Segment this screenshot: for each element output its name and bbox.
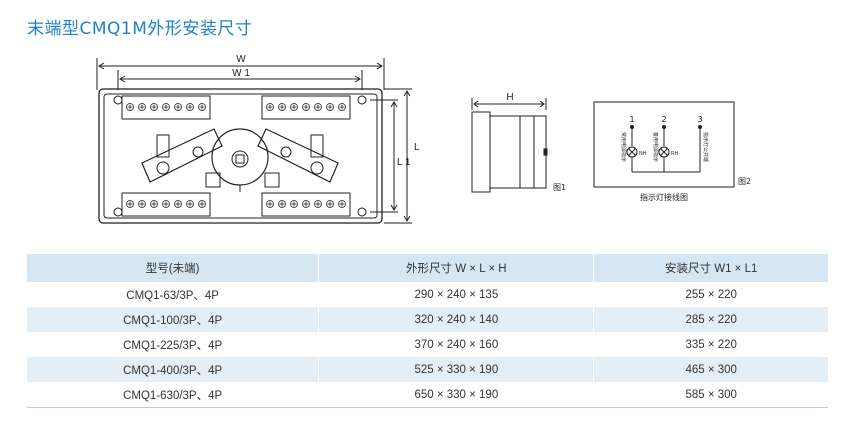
cell-model: CMQ1-100/3P、4P (27, 307, 320, 332)
header-model: 型号(未端) (27, 254, 320, 282)
cell-mounting-size: 335 × 220 (685, 338, 737, 351)
cell-mounting-size: 285 × 220 (593, 307, 828, 332)
table-row: CMQ1-400/3P、4P 525 × 330 × 190 465 × 300 (27, 357, 828, 382)
header-outline-size: 外形尺寸 W × L × H (318, 254, 595, 282)
lamp-rh-label: RH (671, 151, 678, 157)
table-row: CMQ1-63/3P、4P 290 × 240 × 135 255 × 220 (27, 282, 828, 307)
wiring-side-label-3: 指示灯公共端 (702, 132, 709, 162)
dim-l1-label: L 1 (397, 157, 411, 168)
figure-2-label: 图2 (738, 177, 751, 186)
cell-mounting-size: 465 × 300 (593, 357, 828, 382)
dim-l-label: L (414, 142, 420, 153)
wiring-caption: 指示灯接线图 (640, 192, 688, 202)
dim-h-label: H (506, 92, 513, 103)
wiring-terminal-1: 1 (629, 115, 634, 124)
wiring-diagram (593, 101, 735, 188)
terminal-screws (126, 103, 346, 208)
cell-mounting-size: 255 × 220 (685, 288, 737, 301)
wiring-side-label-2: 备用电源指示 (652, 132, 659, 162)
table-header-row: 型号(未端) 外形尺寸 W × L × H 安装尺寸 W1 × L1 (27, 254, 828, 282)
table-row: CMQ1-100/3P、4P 320 × 240 × 140 285 × 220 (27, 307, 828, 332)
side-view-drawing (471, 98, 548, 193)
cell-outline-size: 370 × 240 × 160 (318, 332, 595, 357)
dim-w-label: W (236, 54, 246, 65)
cell-outline-size: 525 × 330 × 190 (318, 357, 595, 382)
page-title: 末端型CMQ1M外形安装尺寸 (27, 19, 253, 39)
wiring-side-label-1: 常用电源指示 (620, 132, 627, 162)
front-view-drawing (96, 58, 412, 224)
dim-w1-label: W 1 (232, 68, 250, 79)
cell-model: CMQ1-400/3P、4P (27, 357, 320, 382)
table-row: CMQ1-225/3P、4P 370 × 240 × 160 335 × 220 (27, 332, 828, 357)
cell-outline-size: 320 × 240 × 140 (318, 307, 595, 332)
cell-model: CMQ1-225/3P、4P (27, 332, 320, 357)
cell-outline-size: 290 × 240 × 135 (318, 282, 595, 307)
header-mounting-size: 安装尺寸 W1 × L1 (593, 254, 828, 282)
dimension-labels: W W 1 L L 1 (232, 54, 420, 168)
cell-mounting-size: 585 × 300 (593, 382, 828, 408)
cell-model: CMQ1-630/3P、4P (27, 382, 320, 408)
figure-1-label: 图1 (553, 183, 566, 192)
wiring-terminal-3: 3 (697, 115, 702, 124)
wiring-terminal-2: 2 (661, 115, 666, 124)
dimensions-table: 型号(未端) 外形尺寸 W × L × H 安装尺寸 W1 × L1 CMQ1-… (27, 254, 828, 408)
cell-model: CMQ1-63/3P、4P (27, 282, 320, 307)
table-row: CMQ1-630/3P、4P 650 × 330 × 190 585 × 300 (27, 382, 828, 408)
cell-outline-size: 650 × 330 × 190 (318, 382, 595, 408)
lamp-nh-label: NH (639, 151, 647, 157)
outline-drawings: W W 1 L L 1 H 图1 1 2 3 NH RH 常用电源指示 备 (96, 54, 751, 224)
